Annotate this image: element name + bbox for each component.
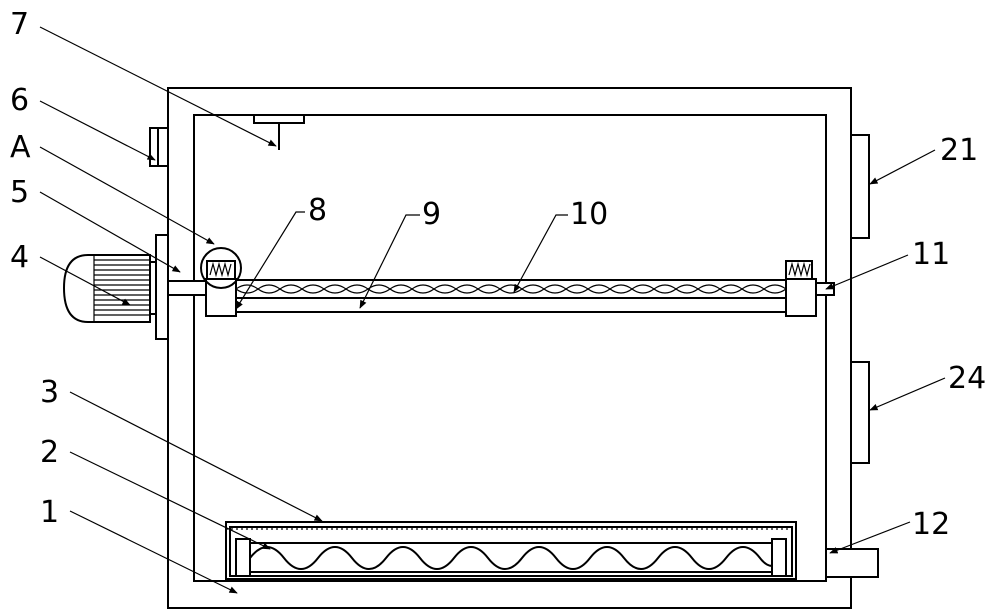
label-2: 2: [40, 435, 59, 470]
leader-9: [359, 214, 420, 309]
leader-7: [39, 26, 277, 147]
outlet-pipe: [825, 548, 879, 578]
label-1: 1: [40, 495, 59, 530]
label-12: 12: [912, 507, 950, 542]
leader-lines: [39, 26, 946, 594]
leader-21: [869, 149, 936, 185]
label-5: 5: [10, 175, 29, 210]
leader-11: [825, 254, 909, 290]
label-3: 3: [40, 375, 59, 410]
label-7: 7: [10, 7, 29, 42]
outer-housing: [167, 87, 852, 609]
right-shaft-end: [815, 282, 835, 296]
label-8: 8: [308, 193, 327, 228]
bottom-tray: [225, 521, 797, 580]
leader-5: [39, 191, 181, 273]
leader-6: [39, 100, 156, 161]
leader-24: [869, 377, 946, 411]
label-9: 9: [422, 197, 441, 232]
leader-8: [235, 211, 305, 310]
drive-shaft: [167, 280, 207, 296]
label-21: 21: [940, 133, 978, 168]
leader-10: [513, 214, 568, 293]
label-11: 11: [912, 237, 950, 272]
spring-block-right: [785, 260, 813, 280]
leader-1: [69, 510, 238, 594]
left-bracket: [149, 127, 169, 167]
spring-block-left: [200, 247, 242, 289]
leader-12: [829, 521, 911, 554]
label-6: 6: [10, 83, 29, 118]
top-sensor: [253, 114, 305, 150]
label-A: A: [10, 130, 31, 165]
label-4: 4: [10, 240, 29, 275]
leader-4: [39, 256, 131, 306]
right-panel-lower: [850, 361, 870, 464]
label-24: 24: [948, 361, 986, 396]
motor: [62, 234, 169, 340]
right-panel-upper: [850, 134, 870, 239]
part-labels: 7 6 A 5 4 8 9 10 11 21 24 12 3 2 1: [10, 7, 986, 542]
screw-conveyor: [205, 278, 817, 317]
leader-A: [39, 146, 215, 245]
label-10: 10: [570, 197, 608, 232]
leader-2: [69, 451, 271, 550]
leader-3: [69, 391, 323, 522]
